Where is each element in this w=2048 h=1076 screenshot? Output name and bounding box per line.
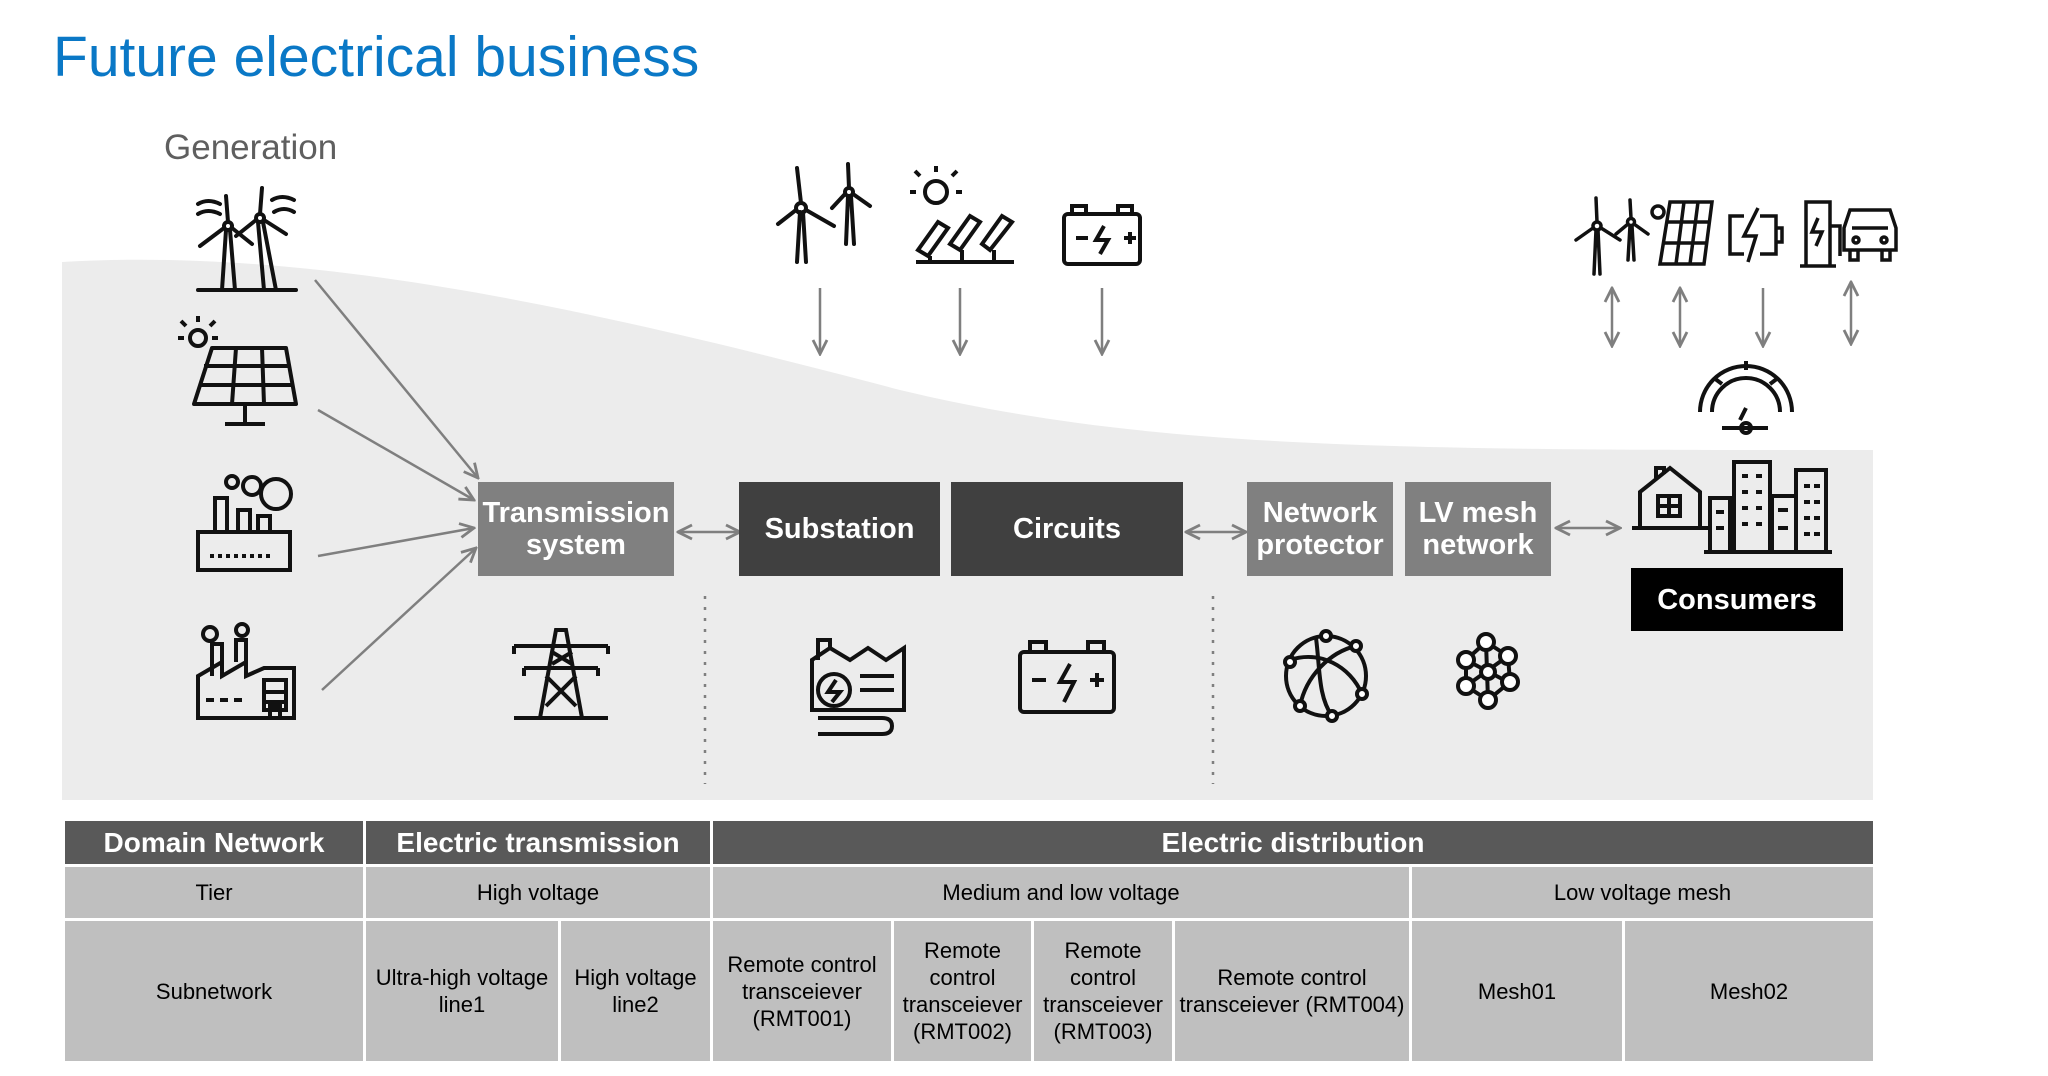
power-plant-icon bbox=[196, 474, 293, 572]
substation-label: Substation bbox=[764, 513, 915, 545]
speedometer-icon bbox=[1698, 361, 1794, 435]
city-buildings-icon bbox=[1704, 460, 1832, 554]
consumer-solar-panel-icon bbox=[1650, 200, 1714, 266]
page-title: Future electrical business bbox=[53, 25, 700, 89]
transmission-system-node[interactable]: Transmission system bbox=[478, 482, 674, 576]
generation-arrows bbox=[314, 279, 478, 691]
network-protector-node[interactable]: Network protector bbox=[1247, 482, 1393, 576]
subnetwork-cell: Remote control transceiever (RMT003) bbox=[1031, 918, 1176, 1064]
transmission-tower-icon bbox=[512, 628, 610, 720]
node-arrows bbox=[678, 528, 1620, 532]
globe-network-icon bbox=[1283, 629, 1369, 723]
subnetwork-cell: Remote control transceiever (RMT002) bbox=[891, 918, 1035, 1064]
subnetwork-label: Subnetwork bbox=[62, 918, 366, 1064]
consumers-node[interactable]: Consumers bbox=[1631, 568, 1843, 631]
solar-array-icon bbox=[910, 166, 1015, 264]
solar-panel-icon bbox=[178, 316, 298, 426]
network-protector-label: Network protector bbox=[1256, 497, 1384, 561]
domain-network-table: Domain Network Electric transmission Ele… bbox=[62, 818, 1877, 1064]
ev-charging-icon bbox=[1800, 200, 1898, 268]
battery-icon bbox=[1062, 204, 1142, 266]
tier-low-voltage-mesh: Low voltage mesh bbox=[1409, 864, 1877, 921]
subnetwork-cell: Ultra-high voltage line1 bbox=[363, 918, 561, 1064]
distributed-generation-arrows bbox=[820, 288, 1102, 354]
wind-turbine-icon bbox=[776, 162, 872, 264]
dotted-separators bbox=[703, 596, 1215, 784]
consumers-label: Consumers bbox=[1657, 583, 1817, 616]
domain-network-header: Domain Network bbox=[62, 818, 366, 867]
circuits-node[interactable]: Circuits bbox=[951, 482, 1183, 576]
consumer-resource-arrows bbox=[1612, 282, 1851, 346]
subnetwork-cell: Remote control transceiever (RMT004) bbox=[1172, 918, 1413, 1064]
subnetwork-cell: Remote control transceiever (RMT001) bbox=[710, 918, 895, 1064]
mesh-network-icon bbox=[1456, 632, 1520, 710]
tier-high-voltage: High voltage bbox=[362, 864, 714, 921]
transmission-system-label: Transmission system bbox=[482, 497, 670, 561]
electric-transmission-header: Electric transmission bbox=[362, 818, 714, 867]
wind-farm-icon bbox=[196, 186, 298, 292]
house-icon bbox=[1632, 465, 1708, 530]
battery-icon-2 bbox=[1018, 640, 1116, 714]
consumer-wind-turbine-icon bbox=[1574, 196, 1650, 276]
factory-icon bbox=[196, 622, 296, 720]
subnetwork-cell: Mesh02 bbox=[1622, 918, 1877, 1064]
subnetwork-cell: High voltage line2 bbox=[557, 918, 714, 1064]
generation-label: Generation bbox=[164, 128, 338, 167]
lv-mesh-network-label: LV mesh network bbox=[1418, 497, 1538, 561]
subnetwork-cell: Mesh01 bbox=[1409, 918, 1626, 1064]
tier-label: Tier bbox=[62, 864, 366, 921]
substation-icon bbox=[810, 638, 906, 736]
lv-mesh-network-node[interactable]: LV mesh network bbox=[1405, 482, 1551, 576]
battery-charging-icon bbox=[1728, 207, 1784, 263]
circuits-label: Circuits bbox=[1013, 513, 1121, 545]
tier-medium-low-voltage: Medium and low voltage bbox=[710, 864, 1413, 921]
substation-node[interactable]: Substation bbox=[739, 482, 940, 576]
electric-distribution-header: Electric distribution bbox=[710, 818, 1877, 867]
